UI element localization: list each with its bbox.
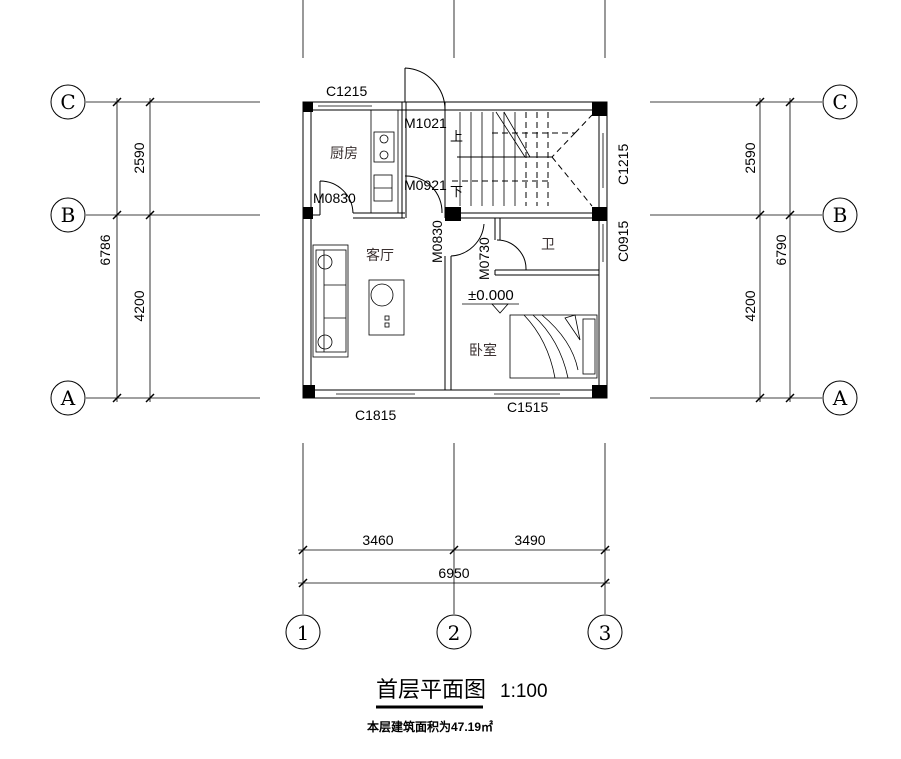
area-note: 本层建筑面积为47.19㎡ xyxy=(367,719,493,734)
axis-label-b-right: B xyxy=(833,203,848,227)
door-m0921: M0921 xyxy=(404,177,447,193)
structural-columns xyxy=(303,102,607,398)
room-label-bedroom: 卧室 xyxy=(469,342,497,359)
window-c1215-top: C1215 xyxy=(326,83,367,99)
doors xyxy=(319,67,527,271)
walls xyxy=(302,101,608,399)
room-label-living: 客厅 xyxy=(366,247,394,264)
grid-lines xyxy=(86,0,822,614)
drawing-title: 首层平面图 xyxy=(376,678,486,703)
room-label-bath: 卫 xyxy=(541,237,555,253)
dim-left-cb: 2590 xyxy=(131,142,147,173)
axis-label-1: 1 xyxy=(297,621,310,645)
window-c0915: C0915 xyxy=(615,221,631,262)
window-c1515: C1515 xyxy=(507,399,548,415)
stair-down-label: 下 xyxy=(450,184,463,199)
stair-up-label: 上 xyxy=(450,129,463,144)
drawing-scale: 1:100 xyxy=(500,681,548,702)
axis-label-3: 3 xyxy=(599,621,612,645)
dim-right-cb: 2590 xyxy=(742,142,758,173)
coffee-table xyxy=(368,279,405,336)
elevation-label: ±0.000 xyxy=(468,287,514,304)
elevation-marker xyxy=(462,303,519,314)
door-m0830-bedroom: M0830 xyxy=(429,220,445,263)
axis-label-c-left: C xyxy=(60,90,75,114)
dim-left-total: 6786 xyxy=(97,234,113,265)
door-m0830-kitchen: M0830 xyxy=(313,190,356,206)
axis-bubbles xyxy=(50,84,858,650)
axis-label-2: 2 xyxy=(448,621,461,645)
bed xyxy=(509,314,598,379)
window-c1815: C1815 xyxy=(355,407,396,423)
dim-left-ba: 4200 xyxy=(131,290,147,321)
dim-span-23: 3490 xyxy=(514,532,545,548)
axis-label-a-right: A xyxy=(832,386,848,410)
dim-span-12: 3460 xyxy=(362,532,393,548)
kitchen-counter xyxy=(370,109,399,214)
dimension-ticks xyxy=(112,97,795,588)
windows xyxy=(318,105,604,395)
staircase xyxy=(452,111,593,207)
axis-label-a-left: A xyxy=(60,386,76,410)
window-c1215-right: C1215 xyxy=(615,144,631,185)
axis-label-b-left: B xyxy=(61,203,76,227)
room-label-kitchen: 厨房 xyxy=(330,146,358,162)
door-m1021: M1021 xyxy=(404,115,447,131)
dim-total-width: 6950 xyxy=(438,565,469,581)
dim-right-ba: 4200 xyxy=(742,290,758,321)
dim-right-total: 6790 xyxy=(773,234,789,265)
axis-label-c-right: C xyxy=(832,90,847,114)
sofa xyxy=(312,244,349,358)
door-m0730: M0730 xyxy=(476,237,492,280)
